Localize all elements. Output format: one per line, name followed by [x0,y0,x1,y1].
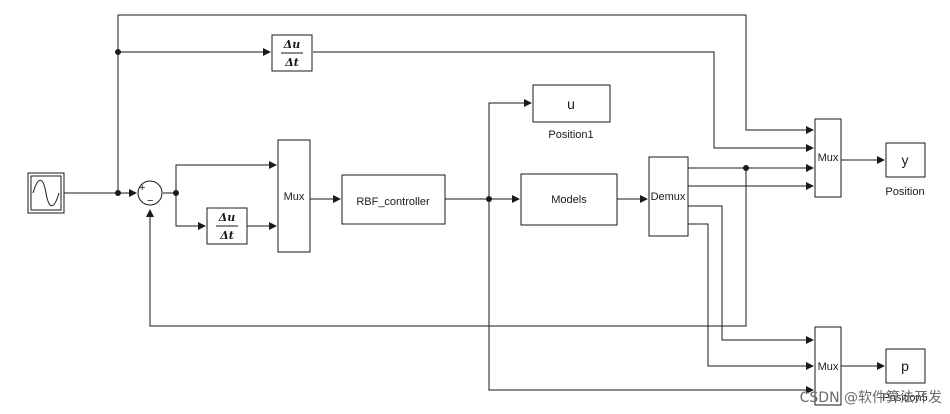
mux-label: Mux [284,191,305,203]
models-block[interactable]: Models [520,173,618,226]
derivative-numerator: Δu [218,211,236,224]
mux-y-block[interactable]: Mux [814,118,842,198]
wire-deriv-to-mux-y [313,51,814,152]
demux-label: Demux [651,191,686,203]
controller-label: RBF_controller [356,196,430,208]
mux-input-block[interactable]: Mux [277,139,311,253]
mux-y-label: Mux [818,152,839,164]
demux-block[interactable]: Demux [648,156,689,237]
demux-frame [648,156,689,237]
junction-dot [115,190,121,196]
mux-p-block[interactable]: Mux [814,326,842,406]
mux-p-label: Mux [818,361,839,373]
wire-demux3-to-mux-p [688,205,814,344]
junction-dot [115,49,121,55]
derivative-block-error[interactable]: Δu Δt [206,207,248,245]
mux-y-frame [814,118,842,198]
derivative-block-top[interactable]: Δu Δt [271,34,313,72]
scope-u-block[interactable]: u Position1 [532,84,611,141]
junction-dot [486,196,492,202]
scope-u-text: u [567,96,575,112]
signal-wires [64,14,885,394]
derivative-denominator: Δt [284,56,299,69]
scope-y-frame [885,142,926,178]
wire-ref-to-mux-y [117,14,814,193]
wire-error-to-mux [175,161,277,193]
scope-y-label: Position [885,186,924,198]
mux-frame [277,139,311,253]
scope-u-label: Position1 [548,129,593,141]
derivative-denominator: Δt [219,229,234,242]
models-frame [520,173,618,226]
sine-wave-block[interactable] [27,172,65,214]
junction-dot [173,190,179,196]
sum-plus-sign: + [139,182,145,194]
junction-dots [115,49,749,202]
wire-controller-to-scope-u [488,99,532,199]
rbf-controller-block[interactable]: RBF_controller [341,174,446,225]
junction-dot [743,165,749,171]
scope-y-block[interactable]: y Position [885,142,926,198]
wire-controller-to-mux-p [488,199,814,394]
scope-u-frame [532,84,611,123]
scope-p-label: Position5 [882,392,927,404]
wire-error-to-deriv [175,193,206,230]
sum-circle [137,180,163,206]
scope-p-block[interactable]: p Position5 [882,348,928,404]
scope-p-text: p [901,358,909,374]
sum-block[interactable]: + − [137,180,163,207]
sum-minus-sign: − [147,195,153,207]
wire-feedback [146,168,747,327]
derivative-numerator: Δu [283,38,301,51]
scope-p-frame [885,348,926,384]
wire-demux4-to-mux-p [688,223,814,370]
sine-wave-icon [32,179,60,207]
models-label: Models [551,194,587,206]
mux-p-frame [814,326,842,406]
scope-y-text: y [902,152,909,168]
watermark-text: CSDN @软件算法开发 [800,390,942,406]
controller-frame [341,174,446,225]
